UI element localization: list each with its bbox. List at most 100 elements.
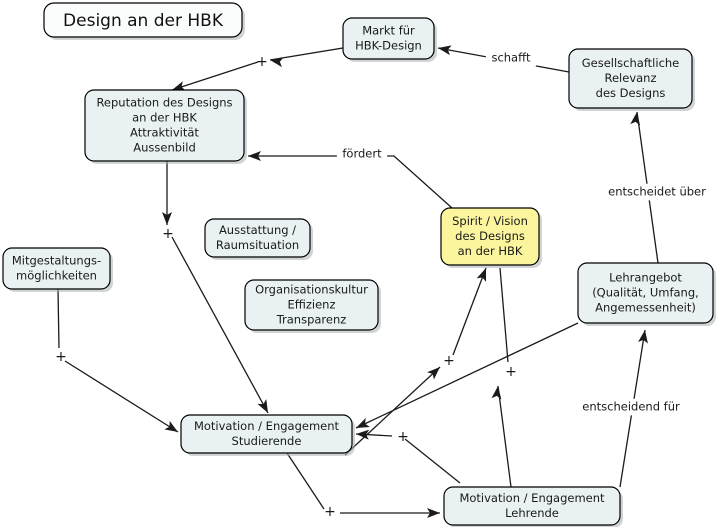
node-label-line: des Designs xyxy=(596,86,666,100)
edge-markt-to-reputation-line xyxy=(171,61,259,91)
edge-layer xyxy=(57,32,659,518)
node-label-line: HBK-Design xyxy=(355,38,422,52)
node-label-line: Studierende xyxy=(232,434,302,448)
node-label-line: Lehrende xyxy=(505,506,559,520)
edge-lehrangebot-to-motivation-studierende-line xyxy=(355,322,579,429)
edge-label-foerdert: fördert xyxy=(342,147,382,161)
node-mitgestaltungsmoeglichkeiten[interactable]: Mitgestaltungs-möglichkeiten xyxy=(2,247,113,292)
edge-label-backdrop xyxy=(603,183,711,201)
node-lehrangebot[interactable]: Lehrangebot(Qualität, Umfang,Angemessenh… xyxy=(577,262,716,326)
edge-motivation-studierende-to-spirit xyxy=(344,366,441,456)
edge-plus-studierende-to-motivation-lehrende-arrowhead-icon xyxy=(427,508,440,518)
node-label-line: Ausstattung / xyxy=(219,223,296,237)
edge-plus-lehrende-to-motivation-studierende xyxy=(355,429,393,440)
edge-reputation-to-markt-arrowhead-icon xyxy=(270,57,284,68)
node-label-line: Spirit / Vision xyxy=(452,214,528,228)
edge-reputation-to-motivation-studierende-arrowhead-icon xyxy=(162,212,172,225)
edge-plus-to-motivation-studierende-line xyxy=(171,236,269,414)
node-box[interactable] xyxy=(440,207,540,266)
edge-motivation-lehrende-to-spirit-arrowhead-icon xyxy=(491,386,502,400)
edge-mitgestaltung-plus-to-motivation-studierende-line xyxy=(64,360,179,433)
edge-lehrangebot-to-motivation-studierende-arrowhead-icon xyxy=(356,417,370,428)
node-label-line: Markt für xyxy=(362,24,415,38)
edge-motivation-studierende-to-motivation-lehrende-line xyxy=(286,452,325,510)
edge-label-entscheidet-ueber: entscheidet über xyxy=(608,185,706,199)
page-title: Design an der HBK xyxy=(63,11,224,31)
edge-label-entscheidend-fuer: entscheidend für xyxy=(582,400,680,414)
node-box[interactable] xyxy=(577,262,714,324)
edge-motivation-lehrende-to-motivation-studierende-line xyxy=(404,438,461,484)
node-label-line: Effizienz xyxy=(287,298,335,312)
node-label-line: möglichkeiten xyxy=(16,268,97,282)
node-ausstattung-raumsituation[interactable]: Ausstattung /Raumsituation xyxy=(204,218,313,260)
edge-label-backdrop xyxy=(485,49,537,67)
edge-label-schafft: schafft xyxy=(491,51,531,65)
node-box[interactable] xyxy=(443,486,621,526)
edge-gesellschaft-to-markt-arrowhead-icon xyxy=(438,45,452,56)
edge-plus-studierende-to-motivation-lehrende xyxy=(340,508,440,518)
plus-marker-studierende-lehrende: + xyxy=(324,504,336,520)
edge-lehrangebot-to-motivation-studierende xyxy=(355,322,579,429)
title-box-shape[interactable] xyxy=(43,2,243,38)
node-label-line: Lehrangebot xyxy=(609,271,682,285)
node-layer: Markt fürHBK-DesignGesellschaftlicheRele… xyxy=(2,17,716,527)
edge-label-backdrop xyxy=(336,145,388,163)
node-box[interactable] xyxy=(244,279,379,331)
node-label-line: an der HBK xyxy=(458,244,523,258)
node-box[interactable] xyxy=(568,48,693,109)
node-label-line: Gesellschaftliche xyxy=(582,56,680,70)
node-label-line: Transparenz xyxy=(276,312,347,326)
edge-plus-to-motivation-studierende xyxy=(171,236,269,414)
node-box[interactable] xyxy=(204,218,311,258)
diagram-title-box[interactable]: Design an der HBK xyxy=(43,2,245,40)
plus-marker-spirit-studierende: + xyxy=(443,353,455,369)
label-layer: schafft fördert entscheidet über entscheide… xyxy=(55,49,711,520)
edge-spirit-to-reputation-arrowhead-icon xyxy=(248,151,261,161)
edge-mitgestaltung-to-motivation-studierende-line xyxy=(57,288,60,349)
edge-mitgestaltung-plus-to-motivation-studierende xyxy=(64,360,179,433)
edge-markt-to-reputation xyxy=(171,61,259,91)
plus-marker-lehrende-studierende: + xyxy=(397,429,409,445)
node-box[interactable] xyxy=(342,17,435,60)
node-label-line: Organisationskultur xyxy=(255,283,368,297)
plus-marker-mitgestaltung: + xyxy=(55,349,67,365)
edge-plus-to-spirit-arrowhead-icon xyxy=(476,268,487,282)
node-label-line: Attraktivität xyxy=(130,125,199,139)
edge-mitgestaltung-to-motivation-studierende xyxy=(57,288,60,349)
edge-plus-to-spirit xyxy=(452,267,487,356)
node-label-line: Motivation / Engagement xyxy=(194,419,340,433)
node-label-line: Motivation / Engagement xyxy=(459,491,605,505)
edge-motivation-lehrende-to-spirit xyxy=(491,385,512,488)
node-label-line: Raumsituation xyxy=(216,238,299,252)
edge-mitgestaltung-plus-to-motivation-studierende-arrowhead-icon xyxy=(164,420,178,432)
edge-plus-lehrende-to-spirit-line xyxy=(499,267,509,363)
node-label-line: Angemessenheit) xyxy=(595,300,696,314)
edge-spirit-to-reputation-line xyxy=(248,155,453,209)
edge-spirit-to-reputation xyxy=(248,151,453,209)
edge-motivation-studierende-to-motivation-lehrende xyxy=(286,452,325,510)
edge-motivation-lehrende-to-spirit-line xyxy=(497,385,512,488)
edge-label-backdrop xyxy=(577,398,685,416)
node-box[interactable] xyxy=(180,414,353,454)
node-box[interactable] xyxy=(2,247,111,290)
edge-motivation-lehrende-to-lehrangebot-arrowhead-icon xyxy=(638,330,648,344)
edge-plus-lehrende-to-motivation-studierende-arrowhead-icon xyxy=(356,429,370,440)
node-box[interactable] xyxy=(84,89,245,162)
node-label-line: des Designs xyxy=(455,229,525,243)
title-layer: Design an der HBK xyxy=(43,2,245,40)
plus-marker-reputation-down: + xyxy=(162,226,174,242)
node-label-line: an der HBK xyxy=(132,111,197,125)
edge-plus-lehrende-to-spirit xyxy=(499,267,509,363)
node-label-line: (Qualität, Umfang, xyxy=(592,286,699,300)
plus-marker-spirit-lehrende: + xyxy=(505,364,517,380)
edge-motivation-studierende-to-spirit-arrowhead-icon xyxy=(427,367,440,380)
